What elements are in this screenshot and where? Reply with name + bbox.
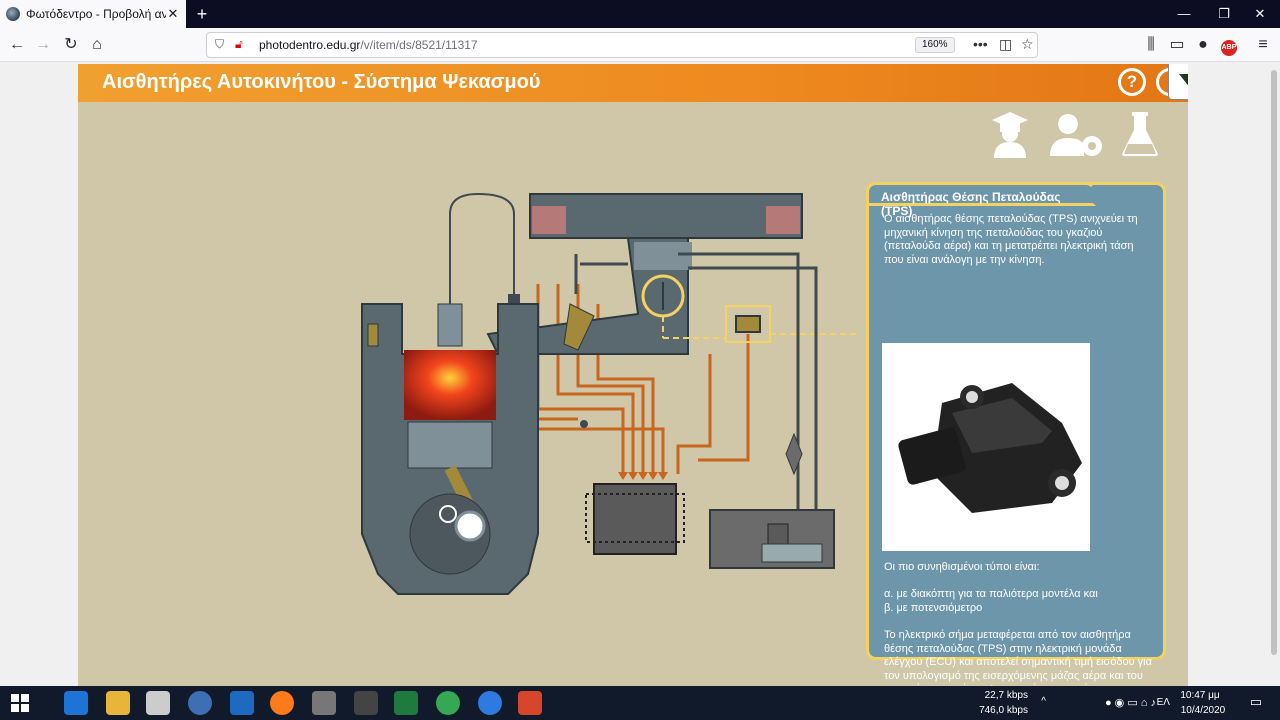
windows-taskbar: 22,7 kbps 746,0 kbps ^ ● ◉ ▭ ⌂ ♪ ΕΛ 10:4… bbox=[0, 686, 1280, 720]
close-tab-icon[interactable]: ✕ bbox=[167, 6, 179, 21]
signal-text: Το ηλεκτρικό σήμα μεταφέρεται από τον αι… bbox=[884, 629, 1152, 686]
firefox-icon[interactable] bbox=[270, 691, 294, 715]
web-page: Αισθητήρες Αυτοκινήτου - Σύστημα Ψεκασμο… bbox=[0, 62, 1280, 686]
mail-icon[interactable] bbox=[230, 691, 254, 715]
tps-sensor-image bbox=[898, 383, 1082, 513]
student-icon[interactable] bbox=[988, 110, 1032, 158]
library-icon[interactable]: ⫼ bbox=[1147, 36, 1155, 53]
clock-date[interactable]: 10/4/2020 bbox=[1180, 705, 1226, 716]
dropdown-menu-button[interactable] bbox=[1168, 64, 1188, 100]
tps-sensor-highlight[interactable] bbox=[725, 305, 771, 343]
maximize-icon[interactable]: ❐ bbox=[1218, 6, 1230, 21]
powerpoint-icon[interactable] bbox=[518, 691, 542, 715]
panel-title: Αισθητήρας Θέσης Πεταλούδας (TPS) bbox=[866, 182, 1096, 218]
chevron-down-icon bbox=[1179, 74, 1188, 89]
more-actions-icon[interactable]: ••• bbox=[973, 36, 988, 52]
store-icon[interactable] bbox=[146, 691, 170, 715]
chrome-icon[interactable] bbox=[436, 691, 460, 715]
type-a: α. με διακόπτη για τα παλιότερα μοντέλα … bbox=[884, 588, 1098, 600]
teacher-settings-icon[interactable] bbox=[1048, 110, 1108, 158]
url-text: photodentro.edu.gr/v/item/ds/8521/11317 bbox=[259, 38, 478, 52]
address-bar[interactable]: ⛉ 🔓︎ photodentro.edu.gr/v/item/ds/8521/1… bbox=[206, 32, 1038, 58]
lab-flask-icon[interactable] bbox=[1118, 110, 1162, 158]
url-path: /v/item/ds/8521/11317 bbox=[360, 38, 478, 52]
chrome-profile-icon[interactable] bbox=[478, 691, 502, 715]
browser-tab[interactable]: Φωτόδεντρο - Προβολή αντικ ✕ bbox=[0, 0, 186, 28]
minimize-icon[interactable]: — bbox=[1177, 6, 1191, 21]
sensor-lines bbox=[574, 252, 818, 514]
throttle-body bbox=[634, 242, 692, 270]
simulation-canvas: Αισθητήρες Αυτοκινήτου - Σύστημα Ψεκασμο… bbox=[78, 64, 1188, 686]
air-filter-box bbox=[529, 193, 803, 239]
show-hidden-icons-icon[interactable]: ^ bbox=[1041, 696, 1046, 707]
forward-icon[interactable]: → bbox=[35, 36, 51, 53]
url-host: photodentro.edu.gr bbox=[259, 38, 361, 52]
fuel-filter bbox=[785, 432, 803, 476]
reload-icon[interactable]: ↻ bbox=[64, 36, 78, 53]
spark-plug-lead bbox=[449, 192, 515, 324]
excel-icon[interactable] bbox=[394, 691, 418, 715]
pocket-icon[interactable]: ◫ bbox=[999, 36, 1013, 52]
microphone-app-icon[interactable] bbox=[312, 691, 336, 715]
types-heading: Οι πιο συνηθισμένοι τύποι είναι: bbox=[884, 561, 1040, 573]
browser-nav-bar: ← → ↻ ⌂ ⛉ 🔓︎ photodentro.edu.gr/v/item/d… bbox=[0, 28, 1280, 62]
tps-sensor-photo bbox=[882, 343, 1090, 551]
new-tab-button[interactable]: + bbox=[196, 4, 208, 24]
filter-element bbox=[766, 206, 800, 234]
site-favicon-icon bbox=[6, 7, 20, 21]
clock-time[interactable]: 10:47 μμ bbox=[1180, 690, 1220, 701]
zoom-level[interactable]: 160% bbox=[915, 37, 955, 53]
wire-arrows bbox=[618, 472, 668, 480]
help-button[interactable]: ? bbox=[1118, 68, 1146, 96]
menu-icon[interactable]: ≡ bbox=[1258, 36, 1268, 53]
combustion-chamber bbox=[404, 350, 496, 420]
info-panel: Αισθητήρας Θέσης Πεταλούδας (TPS) Ο αισθ… bbox=[866, 182, 1166, 686]
input-language[interactable]: ΕΛ bbox=[1156, 697, 1170, 708]
knock-sensor bbox=[580, 420, 588, 428]
edge-icon[interactable] bbox=[64, 691, 88, 715]
close-window-icon[interactable]: ✕ bbox=[1254, 6, 1266, 21]
insecure-lock-icon[interactable]: 🔓︎ bbox=[235, 37, 243, 51]
back-icon[interactable]: ← bbox=[9, 36, 25, 53]
system-tray-icons[interactable]: ● ◉ ▭ ⌂ ♪ bbox=[1104, 697, 1156, 709]
spark-plug bbox=[437, 303, 463, 347]
app-header: Αισθητήρες Αυτοκινήτου - Σύστημα Ψεκασμο… bbox=[78, 64, 1188, 102]
windows-start-icon[interactable] bbox=[10, 693, 30, 713]
tab-title: Φωτόδεντρο - Προβολή αντικ bbox=[26, 7, 166, 21]
calculator-icon[interactable] bbox=[354, 691, 378, 715]
sidebar-icon[interactable]: ▭ bbox=[1169, 36, 1185, 53]
tps-sensor[interactable] bbox=[735, 315, 761, 333]
net-up-speed: 22,7 kbps bbox=[984, 690, 1028, 701]
page-scrollbar[interactable] bbox=[1268, 62, 1280, 686]
type-b: β. με ποτενσιόμετρο bbox=[884, 602, 983, 614]
panel-intro: Ο αισθητήρας θέσης πεταλούδας (TPS) ανιχ… bbox=[884, 213, 1138, 266]
net-down-speed: 746,0 kbps bbox=[979, 705, 1028, 716]
notifications-icon[interactable]: ▭ bbox=[1249, 694, 1262, 709]
globe-app-icon[interactable] bbox=[188, 691, 212, 715]
temperature-sensor bbox=[367, 323, 379, 347]
piston bbox=[407, 421, 493, 469]
shield-icon[interactable]: ⛉ bbox=[215, 37, 225, 51]
file-explorer-icon[interactable] bbox=[106, 691, 130, 715]
home-icon[interactable]: ⌂ bbox=[92, 36, 102, 53]
filter-element bbox=[532, 206, 566, 234]
bookmark-star-icon[interactable]: ☆ bbox=[1021, 36, 1034, 52]
crank-pin-icon bbox=[454, 510, 486, 542]
adblock-icon[interactable]: ABP bbox=[1218, 34, 1240, 56]
injection-system-diagram bbox=[361, 192, 858, 595]
fuel-injector bbox=[563, 303, 595, 351]
page-title: Αισθητήρες Αυτοκινήτου - Σύστημα Ψεκασμο… bbox=[102, 71, 541, 93]
scrollbar-thumb[interactable] bbox=[1271, 70, 1277, 655]
account-icon[interactable]: ● bbox=[1198, 36, 1208, 53]
browser-tab-bar: Φωτόδεντρο - Προβολή αντικ ✕ + — ❐ ✕ bbox=[0, 0, 1280, 28]
